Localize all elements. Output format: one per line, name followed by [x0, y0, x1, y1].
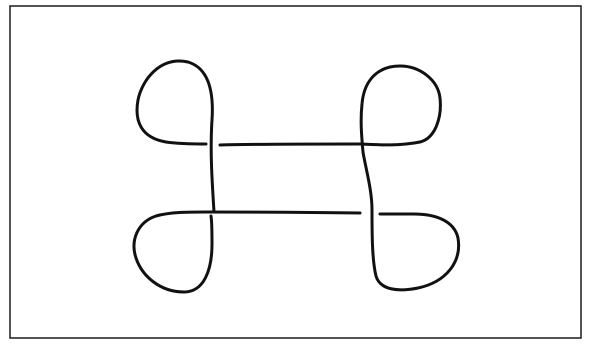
- middle-bar: [205, 212, 360, 213]
- top-bar: [220, 142, 420, 145]
- top-right-loop: [361, 66, 440, 152]
- figure-frame: [10, 6, 581, 338]
- bottom-right-loop: [372, 210, 459, 290]
- right-strand: [363, 152, 372, 210]
- bottom-left-loop: [134, 212, 212, 292]
- top-left-loop: [137, 61, 214, 212]
